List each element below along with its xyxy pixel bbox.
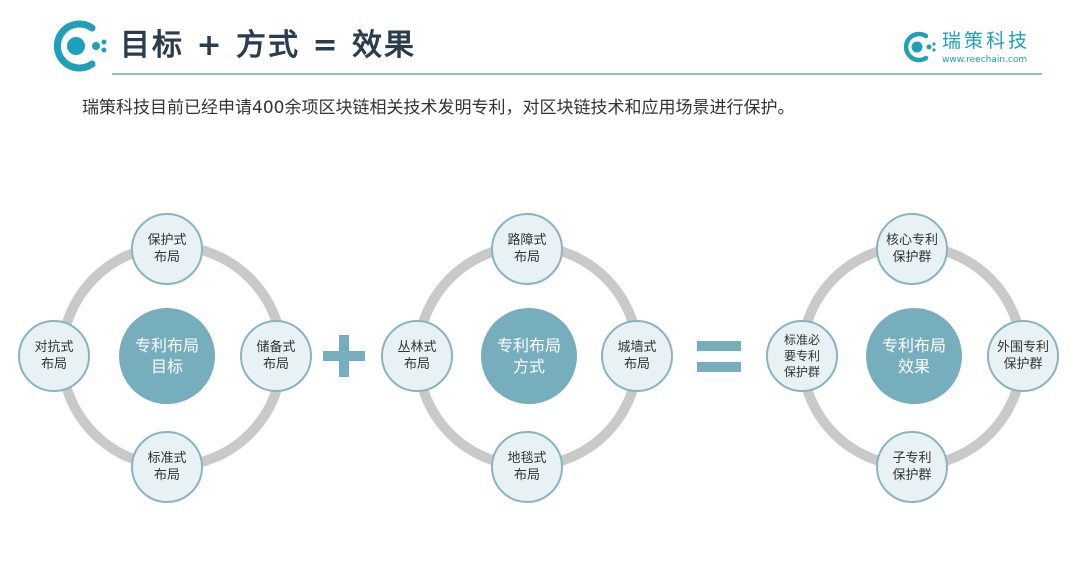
subtitle-text: 瑞策科技目前已经申请400余项区块链相关技术发明专利，对区块链技术和应用场景进行… (82, 98, 795, 118)
effect-node-left: 标准必 要专利 保护群 (766, 320, 838, 392)
brand-logo-icon (900, 30, 940, 64)
brand-url: www.reechain.com (942, 55, 1028, 65)
equals-bar-bottom (697, 362, 741, 372)
equals-bar-top (697, 341, 741, 351)
goal-node-bottom: 标准式 布局 (131, 431, 203, 503)
method-node-top: 路障式 布局 (491, 213, 563, 285)
goal-node-left: 对抗式 布局 (18, 320, 90, 392)
effect-node-bottom: 子专利 保护群 (876, 431, 948, 503)
title-logo-icon (48, 18, 110, 74)
method-node-right: 城墙式 布局 (601, 320, 673, 392)
effect-center: 专利布局 效果 (866, 308, 962, 404)
method-node-bottom: 地毯式 布局 (491, 431, 563, 503)
goal-center: 专利布局 目标 (119, 308, 215, 404)
plus-bar-vertical (339, 335, 349, 377)
goal-node-right: 储备式 布局 (240, 320, 312, 392)
title-underline (112, 73, 1042, 75)
brand-name: 瑞策科技 (942, 30, 1031, 52)
method-center: 专利布局 方式 (481, 308, 577, 404)
method-node-left: 丛林式 布局 (381, 320, 453, 392)
effect-node-right: 外围专利 保护群 (987, 320, 1059, 392)
effect-node-top: 核心专利 保护群 (876, 213, 948, 285)
goal-node-top: 保护式 布局 (131, 213, 203, 285)
page-title: 目标 + 方式 = 效果 (120, 28, 417, 63)
